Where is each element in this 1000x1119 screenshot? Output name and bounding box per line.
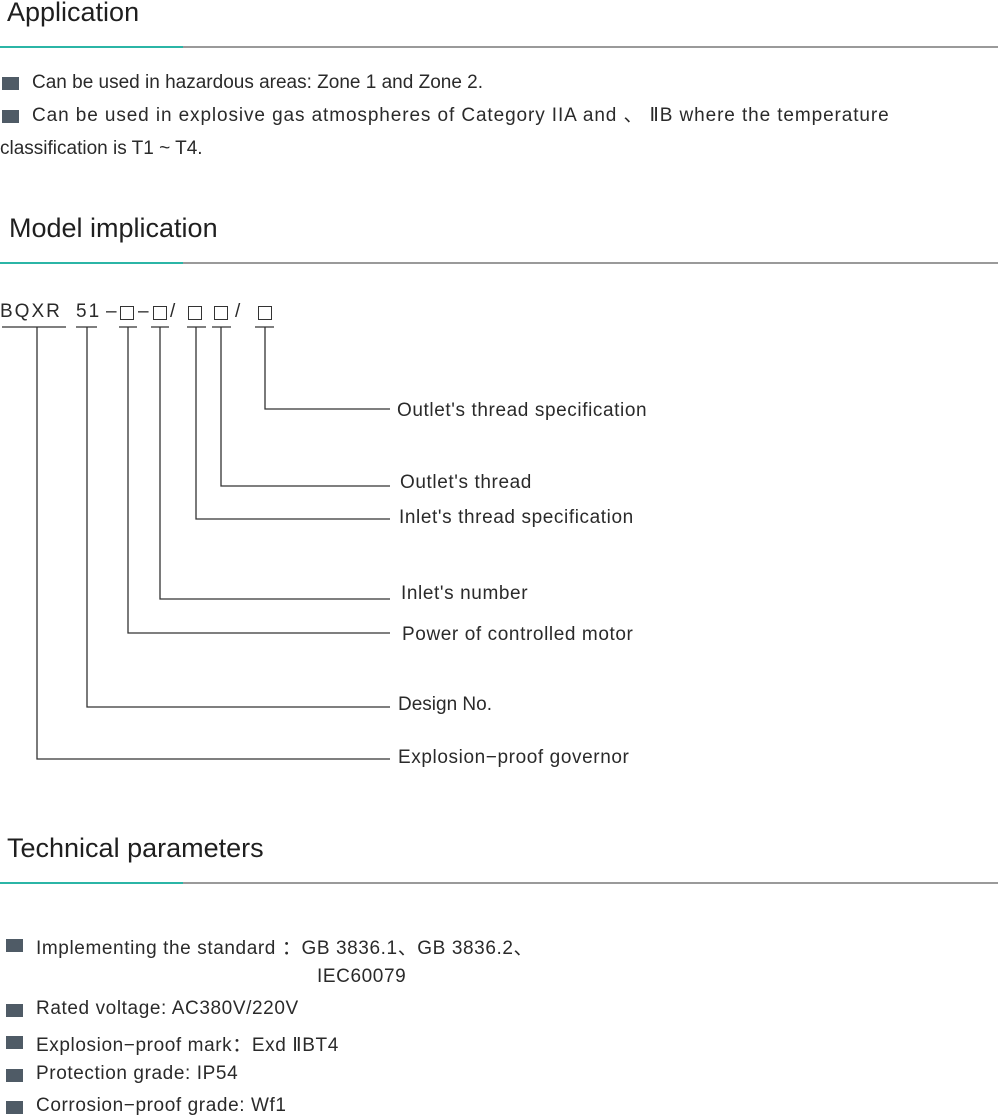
standard-line-continued: IEC60079 — [317, 966, 407, 987]
divider-accent — [0, 46, 183, 48]
label-design-no: Design No. — [398, 694, 492, 715]
application-bullet-2-continued: classification is T1 ~ T4. — [0, 138, 203, 159]
application-bullet-2: Can be used in explosive gas atmospheres… — [32, 105, 890, 126]
leader-inlet-number — [159, 327, 390, 600]
placeholder-box-icon — [120, 306, 134, 320]
label-inlet-thread-spec: Inlet's thread specification — [399, 507, 634, 528]
dash-symbol: – — [138, 301, 151, 322]
label-inlet-number: Inlet's number — [401, 583, 529, 604]
explosion-proof-mark: Explosion−proof mark：Exd ⅡBT4 — [36, 1035, 339, 1056]
label-outlet-thread: Outlet's thread — [400, 472, 532, 493]
leader-inlet-thread-spec — [195, 327, 390, 520]
divider-accent — [0, 882, 183, 884]
technical-heading: Technical parameters — [7, 833, 264, 863]
placeholder-box-icon — [214, 306, 228, 320]
placeholder-box-icon — [258, 306, 272, 320]
model-heading: Model implication — [9, 213, 218, 243]
standard-line: Implementing the standard ：GB 3836.1、GB … — [36, 938, 534, 959]
technical-divider — [0, 882, 998, 884]
rated-voltage: Rated voltage: AC380V/220V — [36, 998, 299, 1019]
bullet-square-icon — [2, 110, 19, 123]
bullet-square-icon — [6, 1069, 23, 1082]
protection-grade: Protection grade: IP54 — [36, 1063, 239, 1084]
application-divider — [0, 46, 998, 48]
leader-outlet-thread-spec — [264, 327, 390, 410]
bullet-square-icon — [6, 1036, 23, 1049]
placeholder-box-icon — [188, 306, 202, 320]
model-connector-lines — [2, 326, 390, 760]
leader-motor-power — [127, 327, 390, 634]
label-outlet-thread-spec: Outlet's thread specification — [397, 400, 648, 421]
application-heading: Application — [7, 0, 140, 27]
bullet-square-icon — [6, 1004, 23, 1017]
slash-symbol: / — [170, 301, 178, 322]
model-divider — [0, 262, 998, 264]
model-code-number: 51 — [76, 301, 102, 322]
model-code: BQXR — [0, 301, 62, 323]
model-code-prefix: BQXR — [0, 301, 62, 322]
leader-outlet-thread — [220, 327, 390, 487]
bullet-square-icon — [6, 1101, 23, 1114]
label-motor-power: Power of controlled motor — [402, 624, 634, 645]
placeholder-box-icon — [153, 306, 167, 320]
bullet-square-icon — [6, 939, 23, 952]
application-bullet-1: Can be used in hazardous areas: Zone 1 a… — [32, 72, 484, 93]
leader-governor — [36, 327, 390, 760]
dash-symbol: – — [106, 301, 119, 322]
bullet-square-icon — [2, 77, 19, 90]
leader-design-no — [86, 327, 390, 708]
label-governor: Explosion−proof governor — [398, 747, 630, 768]
corrosion-grade: Corrosion−proof grade: Wf1 — [36, 1095, 287, 1116]
divider-accent — [0, 262, 183, 264]
slash-symbol: / — [235, 301, 243, 322]
